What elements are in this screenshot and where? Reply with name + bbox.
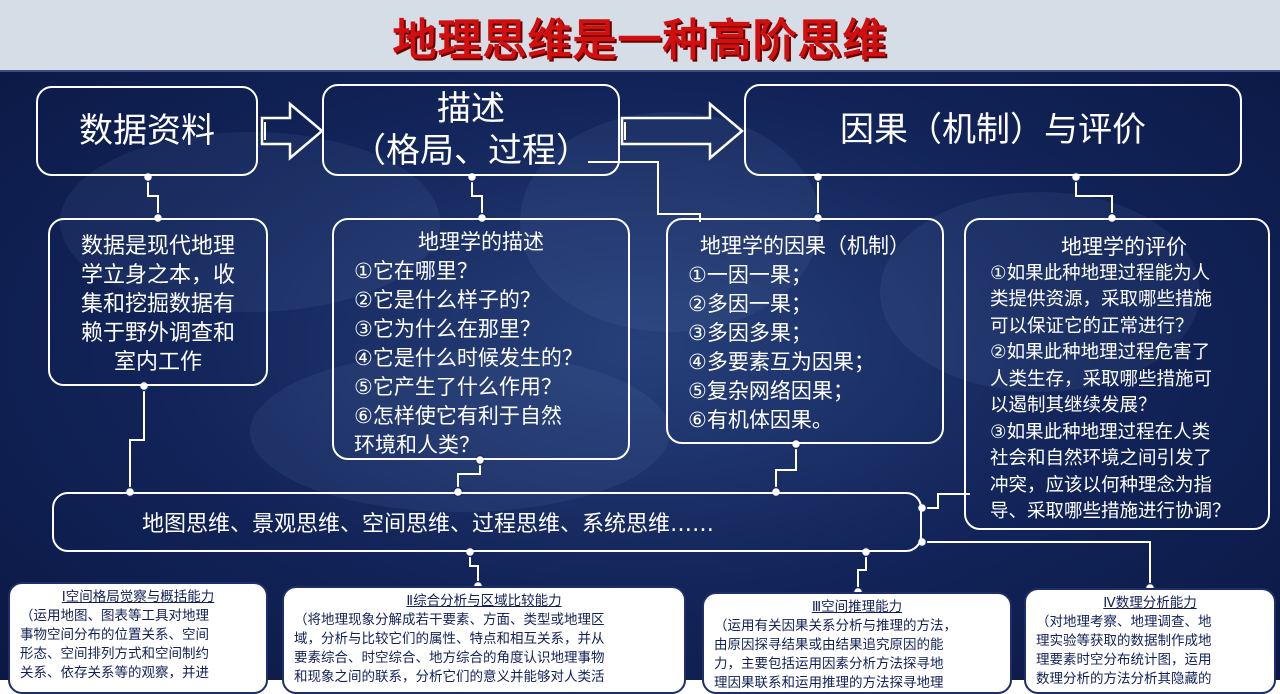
line-describe-down [471, 177, 483, 218]
title-banner: 地理思维是一种高阶思维 [0, 0, 1280, 72]
evaluation-title: 地理学的评价 [1061, 235, 1187, 259]
description-item: 环境和人类？ [354, 433, 480, 457]
ability-line: 域，分析与比较它们的属性、特点和相互关系，并从 [294, 631, 605, 647]
page-title: 地理思维是一种高阶思维 [392, 15, 888, 66]
ability-comprehensive-analysis-box: Ⅱ综合分析与区域比较能力 （将地理现象分解成若干要素、方面、类型或地理区 域，分… [282, 586, 686, 694]
causality-item: ①一因一果； [688, 263, 812, 287]
evaluation-item: 可以保证它的正常进行？ [990, 315, 1194, 337]
describe-label: 描述 [437, 89, 505, 129]
cause-evaluate-label: 因果（机制）与评价 [840, 110, 1146, 150]
evaluation-item: 人类生存，采取哪些措施可 [990, 368, 1213, 390]
evaluation-item: ②如果此种地理过程危害了 [990, 342, 1211, 363]
causality-title: 地理学的因果（机制） [700, 234, 910, 258]
ability-line: 和现象之间的联系，分析它们的意义并能够对人类活 [294, 669, 605, 685]
geography-description-box: 地理学的描述 ①它在哪里？ ②它是什么样子的？ ③它为什么在那里？ ④它是什么时… [332, 218, 630, 460]
arrow-data-to-describe [260, 101, 324, 161]
ability-line: 理因果联系和运用推理的方法探寻地理 [714, 675, 944, 691]
line-describe-to-cause [588, 161, 701, 222]
evaluation-item: 以遏制其继续发展？ [990, 395, 1157, 416]
ability-line: 理要素时空分布统计图，运用 [1036, 652, 1212, 668]
line-datamid-to-bar [129, 386, 145, 492]
evaluation-item: 社会和自然环境之间引发了 [990, 448, 1213, 469]
description-item: ①它在哪里？ [354, 259, 478, 283]
ability-line: 力，主要包括运用因素分析方法探寻地 [714, 656, 944, 672]
data-line: 赖于野外调查和 [80, 321, 235, 346]
ability-line: 关系、依存关系等的观察，并进 [20, 665, 209, 681]
line-evaluatemid-to-bar [922, 493, 970, 509]
evaluation-item: 冲突，应该以何种理念为指 [990, 474, 1213, 496]
cause-evaluate-box: 因果（机制）与评价 [744, 84, 1242, 176]
line-bar-to-ability-2 [469, 552, 479, 586]
causality-item: ②多因一果； [688, 292, 812, 316]
data-line: 学立身之本，收 [80, 263, 235, 288]
line-describemid-to-bar [457, 460, 481, 492]
description-item: ⑤它产生了什么作用？ [354, 375, 562, 399]
line-evaluate-down [1075, 177, 1113, 218]
description-item: ④它是什么时候发生的？ [354, 346, 583, 370]
ability-title: Ⅳ数理分析能力 [1103, 595, 1197, 611]
geography-evaluation-box: 地理学的评价 ①如果此种地理过程能为人 类提供资源，采取哪些措施 可以保证它的正… [964, 218, 1270, 530]
ability-line: （将地理现象分解成若干要素、方面、类型或地理区 [294, 612, 605, 628]
data-resource-box: 数据资料 [36, 86, 258, 176]
ability-line: （运用有关因果关系分析与推理的方法， [714, 618, 957, 634]
description-item: ⑥怎样使它有利于自然 [354, 404, 562, 428]
ability-line: 形态、空间排列方式和空间制约 [20, 646, 209, 662]
ability-line: 理实验等获取的数据制作成地 [1036, 633, 1212, 649]
ability-spatial-reasoning-box: Ⅲ空间推理能力 （运用有关因果关系分析与推理的方法， 由原因探寻结果或由结果追究… [702, 592, 1012, 694]
causality-item: ④多要素互为因果； [688, 350, 875, 374]
ability-spatial-pattern-box: Ⅰ空间格局觉察与概括能力 （运用地图、图表等工具对地理 事物空间分布的位置关系、… [8, 582, 268, 694]
line-bar-to-ability-3 [857, 552, 867, 592]
ability-math-analysis-box: Ⅳ数理分析能力 （对地理考察、地理调查、地 理实验等获取的数据制作成地 理要素时… [1024, 588, 1276, 694]
evaluation-item: ③如果此种地理过程在人类 [990, 421, 1211, 443]
geography-causality-box: 地理学的因果（机制） ①一因一果； ②多因一果； ③多因多果； ④多要素互为因果… [666, 218, 944, 444]
describe-box: 描述 （格局、过程） [322, 84, 620, 176]
data-line: 集和挖掘数据有 [80, 292, 235, 317]
ability-line: 事物空间分布的位置关系、空间 [20, 627, 209, 643]
ability-line: （运用地图、图表等工具对地理 [20, 608, 209, 624]
data-line: 室内工作 [113, 350, 202, 375]
line-bar-to-ability-4 [922, 541, 1151, 588]
diagram-canvas [0, 72, 1280, 680]
evaluation-item: 导、采取哪些措施进行协调？ [990, 501, 1231, 522]
arrow-describe-to-cause [620, 101, 744, 161]
description-item: ③它为什么在那里？ [354, 317, 541, 341]
ability-line: 由原因探寻结果或由结果追究原因的能 [714, 637, 944, 653]
ability-title: Ⅱ综合分析与区域比较能力 [406, 593, 562, 609]
description-title: 地理学的描述 [418, 230, 544, 254]
description-item: ②它是什么样子的？ [354, 288, 541, 312]
ability-line: （对地理考察、地理调查、地 [1036, 614, 1212, 630]
evaluation-item: 类提供资源，采取哪些措施 [990, 289, 1213, 310]
data-line: 数据是现代地理 [80, 234, 235, 259]
data-resource-label: 数据资料 [79, 111, 215, 151]
causality-item: ⑤复杂网络因果； [688, 379, 854, 403]
line-data-down [147, 177, 159, 218]
ability-title: Ⅰ空间格局觉察与概括能力 [61, 589, 215, 605]
thinking-modes-bar: 地图思维、景观思维、空间思维、过程思维、系统思维…… [52, 492, 922, 552]
thinking-modes-text: 地图思维、景观思维、空间思维、过程思维、系统思维…… [142, 512, 715, 537]
data-description-box: 数据是现代地理 学立身之本，收 集和挖掘数据有 赖于野外调查和 室内工作 [48, 218, 268, 386]
describe-sublabel: （格局、过程） [352, 131, 590, 171]
causality-item: ③多因多果； [688, 321, 812, 345]
ability-title: Ⅲ空间推理能力 [811, 599, 903, 615]
line-causemid-to-bar [775, 444, 797, 492]
ability-line: 要素综合、时空综合、地方综合的角度认识地理事物 [294, 650, 605, 666]
causality-item: ⑥有机体因果。 [688, 408, 833, 432]
evaluation-item: ①如果此种地理过程能为人 [990, 262, 1211, 284]
